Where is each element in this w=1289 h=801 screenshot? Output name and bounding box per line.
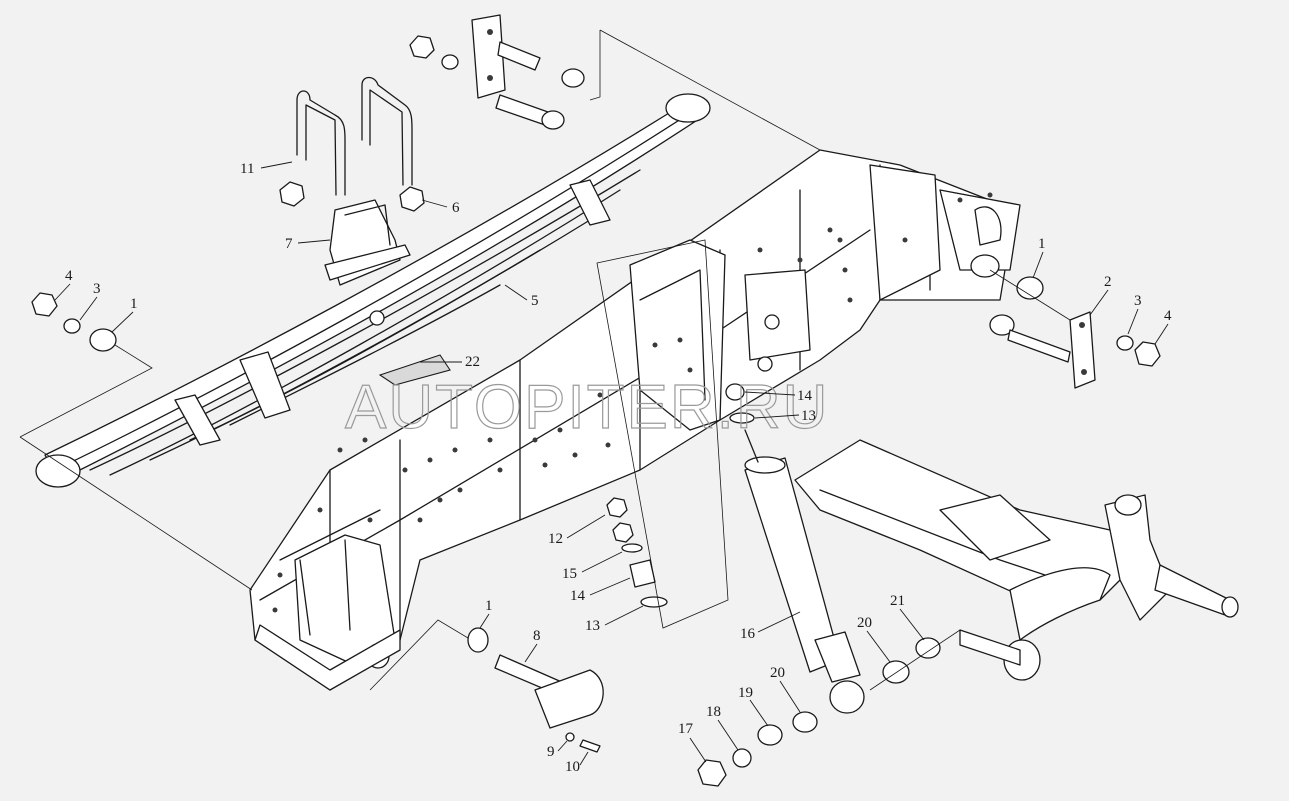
callout-10: 10 — [565, 759, 580, 775]
callout-20-upper: 20 — [857, 615, 872, 631]
callout-19: 19 — [738, 685, 753, 701]
callout-1-bottom: 1 — [485, 598, 493, 614]
callout-21: 21 — [890, 593, 905, 609]
right-end-hardware — [989, 276, 1161, 389]
pin-assembly-8 — [467, 627, 604, 753]
callout-20-lower: 20 — [770, 665, 785, 681]
callout-1-left: 1 — [130, 296, 138, 312]
callout-3-left: 3 — [93, 281, 101, 297]
lower-mount-hardware — [697, 637, 941, 787]
shock-hardware — [606, 497, 668, 608]
callout-8: 8 — [533, 628, 541, 644]
callout-2: 2 — [1104, 274, 1112, 290]
callout-22: 22 — [465, 354, 480, 370]
assembly-lines — [19, 29, 1071, 691]
callout-6: 6 — [452, 200, 460, 216]
callout-4-left: 4 — [65, 268, 73, 284]
callouts: 4 3 1 11 6 7 5 22 1 2 3 4 14 13 12 15 14… — [54, 161, 1172, 775]
callout-17: 17 — [678, 721, 694, 737]
callout-1-right: 1 — [1038, 236, 1046, 252]
callout-14-top: 14 — [797, 388, 813, 404]
left-end-hardware — [31, 292, 117, 352]
frame-holes — [272, 192, 993, 613]
shock-absorber — [725, 383, 865, 714]
leaf-spring — [35, 93, 711, 488]
callout-14-mid: 14 — [570, 588, 586, 604]
spring-shackle-top — [409, 14, 585, 130]
callout-7: 7 — [285, 236, 293, 252]
callout-3-right: 3 — [1134, 293, 1142, 309]
callout-18: 18 — [706, 704, 721, 720]
callout-4-right: 4 — [1164, 308, 1172, 324]
axle-beam — [794, 439, 1239, 681]
frame-rail — [249, 149, 1021, 691]
callout-11: 11 — [240, 161, 254, 177]
callout-13-mid: 13 — [585, 618, 600, 634]
callout-5: 5 — [531, 293, 539, 309]
callout-9: 9 — [547, 744, 555, 760]
callout-13-top: 13 — [801, 408, 816, 424]
callout-12: 12 — [548, 531, 563, 547]
callout-15: 15 — [562, 566, 577, 582]
spring-saddle — [324, 199, 411, 286]
callout-16: 16 — [740, 626, 756, 642]
u-bolts — [279, 76, 425, 212]
watermark: AUTOPITER.RU — [345, 373, 829, 442]
